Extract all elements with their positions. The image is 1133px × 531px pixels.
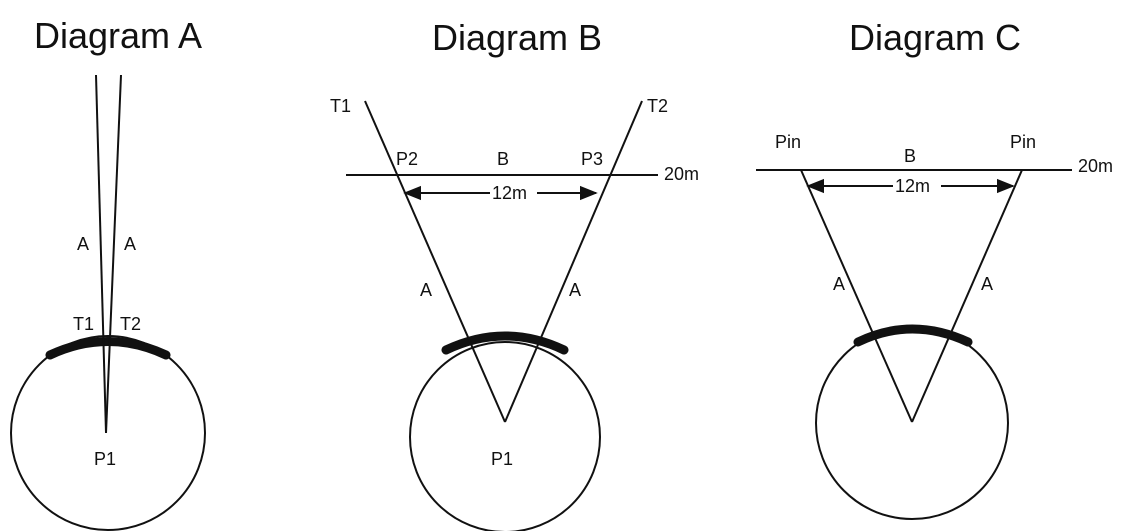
diagram-b-circle (409, 341, 601, 531)
diagram-b-label-p1: P1 (491, 449, 513, 469)
diagram-b-line-left (364, 100, 506, 423)
diagram-a: Diagram A A A T1 T2 P1 (10, 15, 206, 531)
diagram-c-label-pin-left: Pin (775, 132, 801, 152)
diagram-b-label-a-right: A (569, 280, 581, 300)
diagram-a-arc (45, 337, 171, 360)
diagram-b-label-b: B (497, 149, 509, 169)
diagram-c-arc (853, 324, 973, 347)
diagram-a-line-left (95, 74, 107, 434)
diagram-b-label-width: 12m (492, 183, 527, 203)
diagram-a-label-t1: T1 (73, 314, 94, 334)
diagram-b-arc (441, 331, 569, 355)
diagram-a-circle (10, 335, 206, 531)
diagram-b-label-a-left: A (420, 280, 432, 300)
diagram-a-line-right (105, 74, 122, 434)
diagram-b-line-right (504, 100, 643, 423)
diagram-c-circle (815, 326, 1009, 520)
diagram-c-label-a-left: A (833, 274, 845, 294)
diagram-c-label-pin-right: Pin (1010, 132, 1036, 152)
diagram-b-title: Diagram B (432, 17, 602, 58)
diagram-c: Diagram C Pin B Pin 20m 12m A A (756, 17, 1113, 520)
diagram-c-label-a-right: A (981, 274, 993, 294)
diagram-b-label-t1: T1 (330, 96, 351, 116)
diagram-b-label-t2: T2 (647, 96, 668, 116)
diagram-c-label-distance: 20m (1078, 156, 1113, 176)
diagram-c-label-b: B (904, 146, 916, 166)
diagram-c-line-right (911, 169, 1023, 423)
diagram-a-label-t2: T2 (120, 314, 141, 334)
diagram-a-label-p1: P1 (94, 449, 116, 469)
diagram-a-label-a-right: A (124, 234, 136, 254)
diagram-c-line-left (800, 169, 913, 423)
diagram-b-label-p2: P2 (396, 149, 418, 169)
diagram-a-title: Diagram A (34, 15, 202, 56)
diagram-c-label-width: 12m (895, 176, 930, 196)
diagram-c-title: Diagram C (849, 17, 1021, 58)
diagram-b: Diagram B T1 T2 P2 B P3 20m 12m A A P1 (330, 17, 699, 531)
diagram-b-label-p3: P3 (581, 149, 603, 169)
diagram-a-label-a-left: A (77, 234, 89, 254)
diagram-b-label-distance: 20m (664, 164, 699, 184)
